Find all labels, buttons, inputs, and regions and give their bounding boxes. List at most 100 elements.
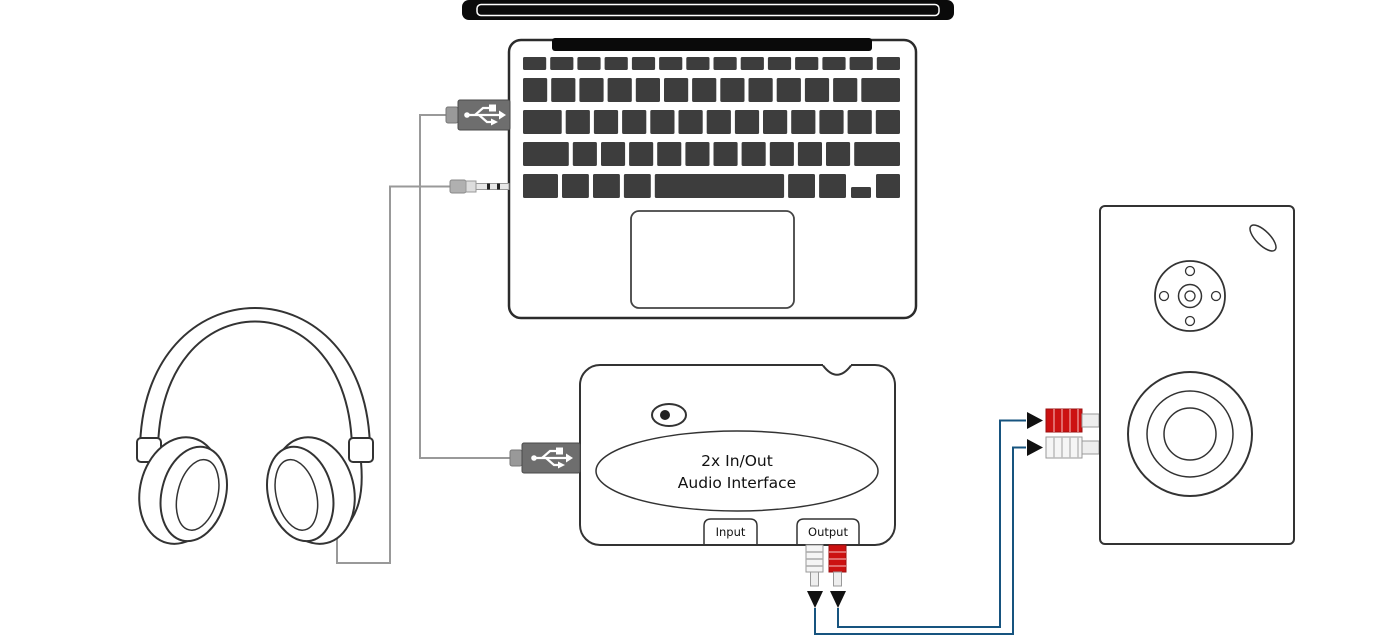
keyboard-key: [876, 57, 900, 70]
keyboard-key: [804, 78, 830, 102]
keyboard-key: [685, 142, 710, 166]
jack-boot: [449, 179, 467, 194]
keyboard-key: [713, 142, 738, 166]
keyboard-key: [740, 57, 764, 70]
keyboard-key: [572, 142, 597, 166]
ear-cup-right: [266, 436, 356, 545]
rca-plug-red-interface: [828, 544, 847, 587]
jack-shaft: [475, 183, 510, 190]
usb-plug-laptop: [445, 99, 511, 131]
keyboard-key: [763, 110, 788, 134]
rca-tip: [1081, 413, 1100, 428]
keyboard-key: [720, 78, 745, 102]
keyboard-key: [664, 78, 689, 102]
keyboard-key: [565, 110, 590, 134]
keyboard-key: [847, 110, 872, 134]
keyboard-key: [797, 142, 822, 166]
keyboard-key: [833, 78, 858, 102]
usb-plug-boot: [509, 449, 523, 467]
laptop-hinge: [552, 38, 872, 51]
keyboard-key: [767, 57, 792, 70]
laptop-keyboard: [523, 57, 900, 198]
rca-body-red: [1045, 408, 1083, 433]
usb-cable: [419, 114, 512, 459]
tweeter: [1154, 260, 1226, 332]
keyboard-key: [692, 78, 717, 102]
interface-top-notch: [822, 364, 852, 376]
speaker: [1099, 205, 1295, 545]
keyboard-key: [593, 110, 619, 134]
rca-tip: [1081, 440, 1100, 455]
keyboard-key: [748, 78, 773, 102]
keyboard-key: [849, 57, 873, 70]
keyboard-key: [629, 142, 654, 166]
keyboard-key: [601, 142, 626, 166]
keyboard-key: [622, 110, 647, 134]
keyboard-key: [551, 78, 576, 102]
rca-tip: [833, 571, 842, 587]
jack-collar: [465, 180, 477, 193]
keyboard-key: [579, 78, 604, 102]
keyboard-key: [657, 142, 682, 166]
rca-plug-white-speaker: [1045, 436, 1100, 459]
keyboard-key: [769, 142, 794, 166]
tweeter-screw: [1158, 290, 1170, 302]
keyboard-key: [734, 110, 760, 134]
rca-tip: [810, 571, 819, 587]
keyboard-key: [523, 142, 569, 166]
headphone-cable: [336, 185, 450, 564]
keyboard-key: [523, 78, 548, 102]
keyboard-key: [851, 187, 871, 198]
ear-cup-pad-inner: [274, 458, 319, 531]
arrow-down-red-icon: [830, 591, 846, 608]
tweeter-dome-center: [1184, 290, 1196, 302]
keyboard-key: [706, 110, 731, 134]
keyboard-key: [678, 110, 703, 134]
rca-body-white: [1045, 436, 1083, 459]
keyboard-key: [631, 57, 656, 70]
audio-jack-plug: [449, 179, 510, 194]
rca-plug-white-interface: [805, 544, 824, 587]
keyboard-key: [523, 110, 562, 134]
keyboard-key: [826, 142, 851, 166]
keyboard-key: [577, 57, 601, 70]
rca-ridges: [806, 551, 823, 567]
keyboard-key: [788, 174, 815, 198]
keyboard-key: [875, 110, 900, 134]
input-port-tab: [703, 518, 758, 544]
interface-label-ellipse: [595, 430, 879, 512]
signal-wire-red: [837, 419, 1026, 628]
notch-mask: [823, 362, 851, 368]
interface-label-line1: 2x In/Out: [701, 452, 773, 470]
rca-ridges: [1053, 409, 1079, 432]
tweeter-screw: [1210, 290, 1222, 302]
headphone-band: [138, 307, 372, 453]
output-port-label: Output: [808, 525, 848, 539]
keyboard-key: [607, 78, 632, 102]
ear-cup-left: [138, 436, 228, 545]
keyboard-key: [562, 174, 589, 198]
headphones: [136, 307, 374, 545]
speaker-port: [1249, 224, 1277, 252]
keyboard-key: [795, 57, 819, 70]
woofer-dust-cap: [1163, 407, 1217, 461]
keyboard-key: [776, 78, 801, 102]
rca-ridges: [1053, 437, 1079, 458]
keyboard-key: [876, 174, 900, 198]
headphone-hinge-right: [348, 437, 374, 463]
keyboard-key: [659, 57, 683, 70]
woofer: [1127, 371, 1253, 497]
keyboard-key: [713, 57, 737, 70]
arrow-down-white-icon: [807, 591, 823, 608]
laptop-screen-edge: [476, 3, 940, 17]
keyboard-key: [623, 174, 651, 198]
rca-ridges: [829, 551, 846, 567]
keyboard-key: [822, 57, 846, 70]
keyboard-key: [791, 110, 816, 134]
keyboard-key: [550, 57, 574, 70]
signal-wire-white: [814, 446, 1026, 635]
keyboard-key: [523, 57, 547, 70]
laptop-screen-lid: [462, 0, 954, 20]
